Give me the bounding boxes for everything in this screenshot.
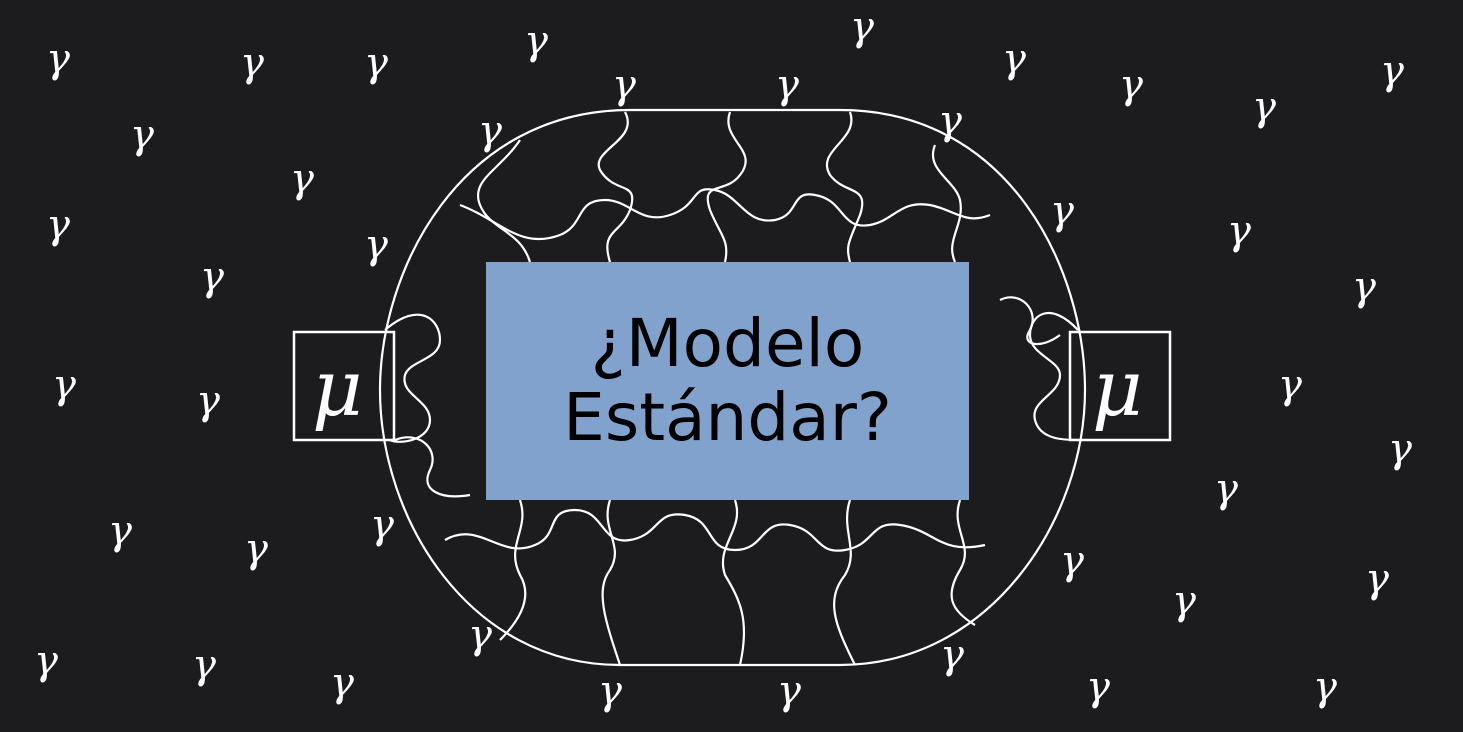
gamma-symbol: γ [1278, 362, 1302, 408]
puzzle-seam [706, 111, 747, 263]
gamma-symbol: γ [108, 508, 132, 554]
puzzle-seam [1028, 311, 1079, 442]
gamma-symbol: γ [52, 362, 76, 408]
gamma-symbol: γ [330, 660, 354, 706]
gamma-symbol: γ [524, 18, 548, 64]
left-mu-symbol: μ [312, 344, 363, 434]
gamma-symbol: γ [46, 202, 70, 248]
puzzle-seam [999, 296, 1061, 346]
gamma-symbol: γ [468, 612, 492, 658]
gamma-symbol: γ [1060, 538, 1084, 584]
gamma-symbol: γ [370, 502, 394, 548]
gamma-symbol: γ [850, 4, 874, 50]
gamma-symbol: γ [478, 108, 502, 154]
gamma-symbol: γ [244, 526, 268, 572]
gamma-symbol: γ [34, 638, 58, 684]
gamma-symbol: γ [1214, 466, 1238, 512]
gamma-symbol: γ [598, 668, 622, 714]
gamma-symbol: γ [775, 62, 799, 108]
gamma-symbol: γ [1380, 48, 1404, 94]
puzzle-seam [597, 111, 634, 263]
puzzle-seam [833, 499, 856, 666]
puzzle-seam [459, 188, 991, 241]
puzzle-seam [931, 144, 962, 263]
gamma-symbol: γ [290, 156, 314, 202]
puzzle-seam [444, 508, 986, 552]
left-mu-box [292, 330, 396, 442]
gamma-symbol: γ [192, 642, 216, 688]
puzzle-seam [825, 111, 864, 263]
gamma-symbol: γ [1388, 426, 1412, 472]
gamma-symbol: γ [1252, 84, 1276, 130]
gamma-symbol: γ [777, 668, 801, 714]
gamma-symbol: γ [1365, 556, 1389, 602]
puzzle-seam [499, 499, 527, 641]
puzzle-seam [394, 436, 471, 498]
puzzle-seam [601, 499, 622, 666]
gamma-symbol: γ [612, 62, 636, 108]
title-line-2: Estándar? [563, 379, 892, 456]
gamma-symbol: γ [1086, 664, 1110, 710]
puzzle-pieces [378, 108, 1087, 667]
gamma-symbol: γ [364, 40, 388, 86]
title-box: ¿Modelo Estándar? [486, 262, 969, 500]
puzzle-seam [477, 139, 532, 263]
gamma-symbol: γ [1002, 36, 1026, 82]
gamma-symbol: γ [1119, 62, 1143, 108]
gamma-symbol: γ [130, 112, 154, 158]
right-mu-box [1068, 330, 1172, 442]
puzzle-seam [722, 499, 746, 666]
gamma-symbol: γ [196, 378, 220, 424]
right-mu-symbol: μ [1092, 344, 1143, 434]
gamma-symbol: γ [1313, 664, 1337, 710]
gamma-symbol: γ [240, 40, 264, 86]
puzzle-seam [950, 499, 976, 626]
puzzle-outline [378, 108, 1087, 667]
gamma-symbol: γ [1352, 264, 1376, 310]
gamma-symbol: γ [1227, 208, 1251, 254]
title-line-1: ¿Modelo [590, 305, 865, 383]
gamma-symbol: γ [1050, 188, 1074, 234]
gamma-symbol: γ [200, 254, 224, 300]
gamma-symbol: γ [364, 222, 388, 268]
puzzle-seam [384, 313, 442, 443]
gamma-symbol: γ [1172, 578, 1196, 624]
gamma-symbol: γ [46, 36, 70, 82]
